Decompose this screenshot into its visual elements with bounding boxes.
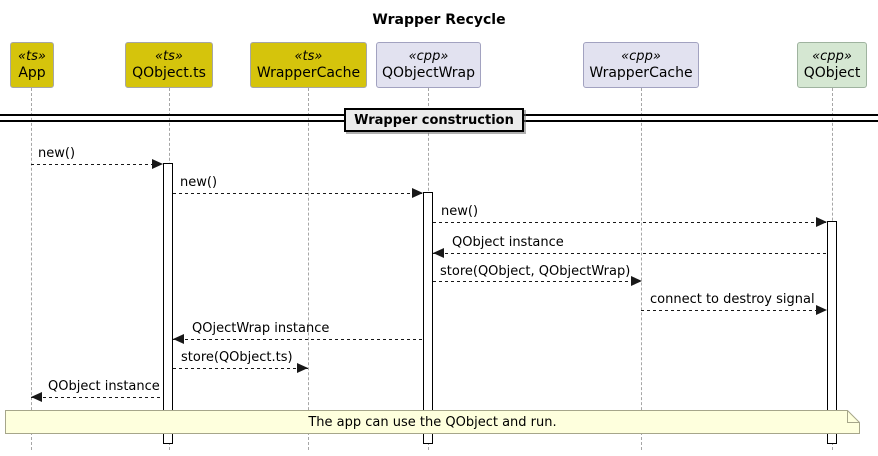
message-arrow (31, 159, 163, 169)
message-arrow (173, 363, 308, 373)
message-arrow (173, 188, 423, 198)
message-arrow (31, 392, 163, 402)
message-label: new() (38, 146, 76, 161)
message-label: connect to destroy signal (650, 292, 815, 307)
participant-app: «ts» App (10, 42, 54, 88)
arrowhead-right-icon (816, 305, 827, 315)
participant-stereotype: «cpp» (621, 49, 661, 64)
message-arrow (433, 248, 827, 258)
lifeline-wrappercache-ts (308, 88, 309, 450)
arrowhead-right-icon (412, 188, 423, 198)
participant-stereotype: «ts» (18, 49, 46, 64)
activation-qobject-ts (163, 163, 173, 444)
message-label: store(QObject.ts) (181, 350, 293, 365)
arrowhead-right-icon (297, 363, 308, 373)
note-text: The app can use the QObject and run. (308, 414, 557, 430)
participant-stereotype: «cpp» (812, 49, 852, 64)
arrowhead-left-icon (433, 248, 444, 258)
note-shape (5, 410, 860, 434)
participant-name: QObject (803, 65, 861, 81)
participant-name: QObject.ts (132, 65, 206, 81)
note: The app can use the QObject and run. (5, 410, 860, 434)
note-fold-icon (847, 410, 860, 423)
arrowhead-right-icon (631, 276, 642, 286)
message-arrow (173, 334, 423, 344)
arrowhead-right-icon (152, 159, 163, 169)
arrowhead-left-icon (31, 392, 42, 402)
arrowhead-left-icon (173, 334, 184, 344)
participant-stereotype: «ts» (155, 49, 183, 64)
diagram-title: Wrapper Recycle (372, 12, 506, 28)
participant-name: WrapperCache (256, 65, 361, 81)
participant-wrappercache-cpp: «cpp» WrapperCache (583, 42, 699, 88)
participant-name: App (18, 65, 46, 81)
message-label: new() (180, 175, 218, 190)
participant-name: QObjectWrap (381, 65, 476, 81)
participant-name: WrapperCache (589, 65, 693, 81)
activation-qobject-cpp (827, 221, 837, 444)
message-label: QObject instance (48, 379, 160, 394)
divider-label: Wrapper construction (354, 112, 514, 128)
participant-stereotype: «cpp» (408, 49, 449, 64)
activation-qobjectwrap (423, 192, 433, 444)
participant-qobjectwrap: «cpp» QObjectWrap (376, 42, 481, 88)
message-arrow (433, 276, 642, 286)
message-label: new() (441, 204, 479, 219)
divider-label-box: Wrapper construction (344, 108, 524, 132)
lifeline-app (31, 88, 32, 450)
arrowhead-right-icon (816, 217, 827, 227)
message-arrow (433, 217, 827, 227)
lifeline-wrappercache-cpp (641, 88, 642, 450)
participant-qobject-ts: «ts» QObject.ts (125, 42, 213, 88)
message-label: QObject instance (452, 235, 564, 250)
message-label: QOjectWrap instance (192, 321, 330, 336)
participant-wrappercache-ts: «ts» WrapperCache (250, 42, 367, 88)
participant-stereotype: «ts» (294, 49, 323, 64)
message-arrow (641, 305, 827, 315)
message-label: store(QObject, QObjectWrap) (440, 264, 631, 279)
participant-qobject-cpp: «cpp» QObject (797, 42, 867, 88)
